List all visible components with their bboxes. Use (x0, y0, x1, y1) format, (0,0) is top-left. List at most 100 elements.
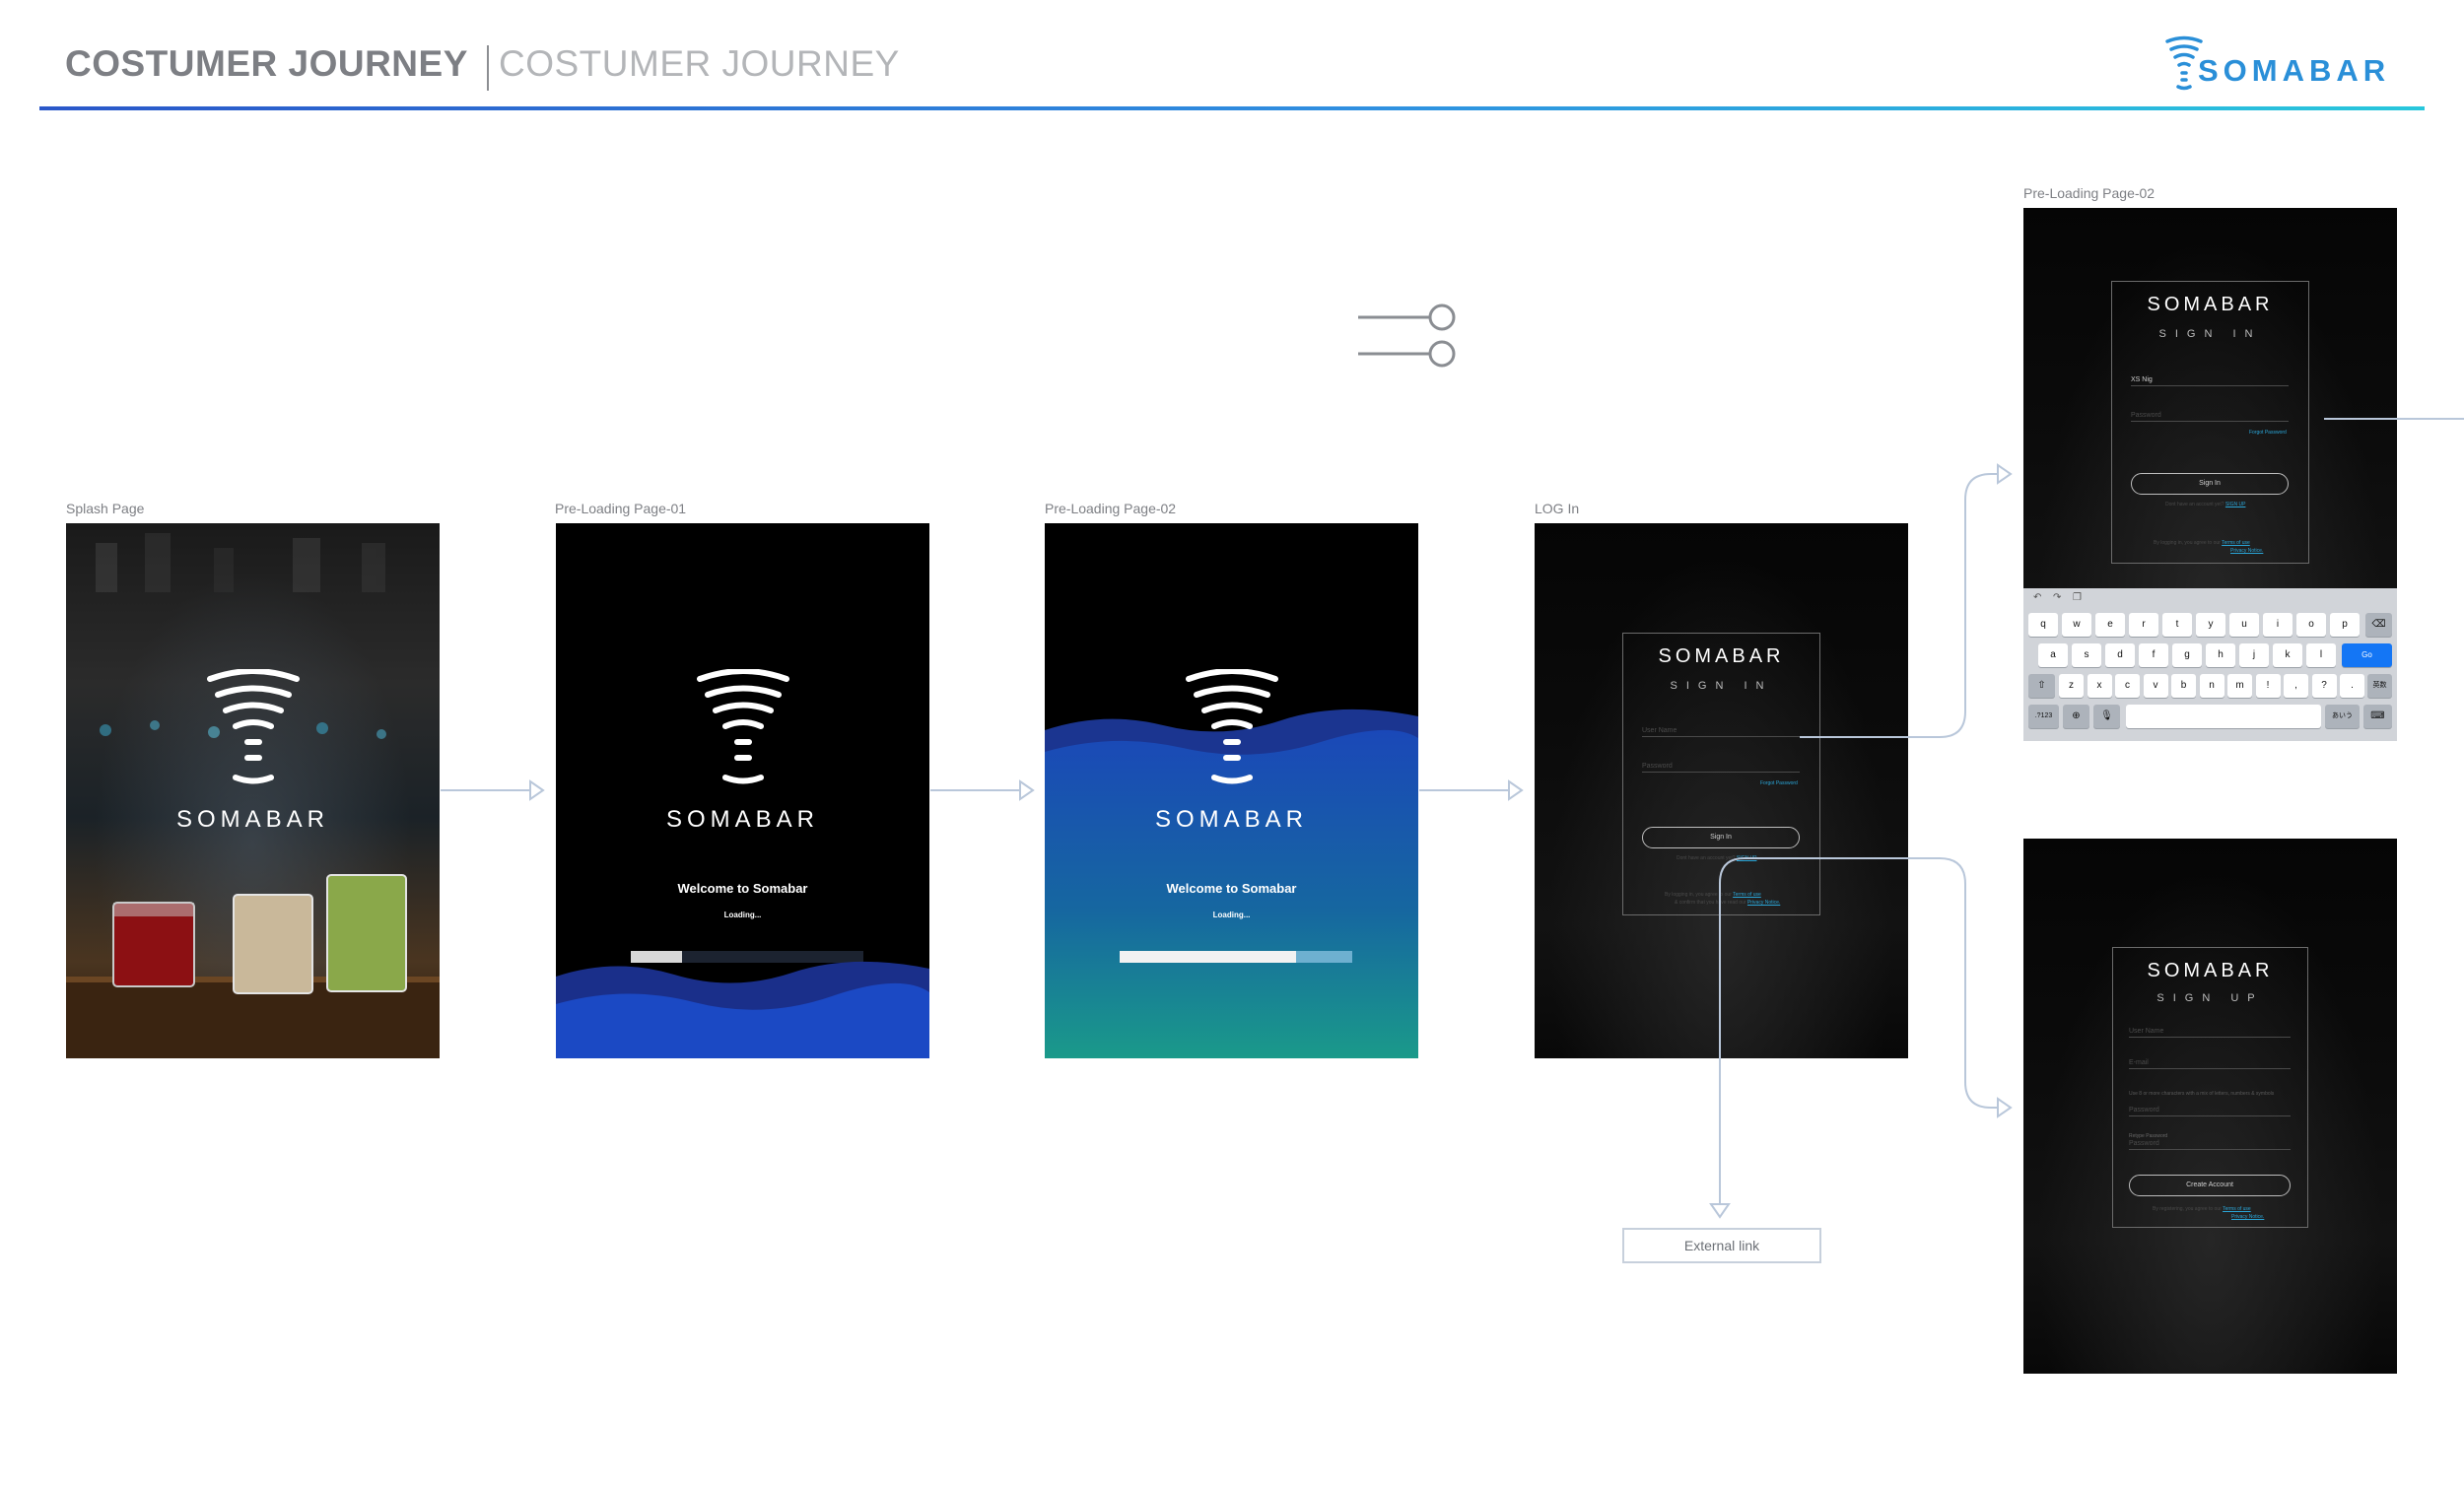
key-c[interactable]: c (2115, 674, 2140, 698)
signin-card: SOMABAR SIGN IN User Name Password Forgo… (1622, 633, 1820, 915)
card-brand: SOMABAR (1658, 645, 1785, 667)
username-field[interactable]: User Name (1642, 727, 1800, 737)
screen-signup[interactable]: SOMABAR SIGN UP User Name E-mail Use 8 o… (2023, 839, 2397, 1374)
terms-prefix: By logging in, you agree to our (1665, 892, 1732, 898)
screen-preload-01[interactable]: SOMABAR Welcome to Somabar Loading... (556, 523, 929, 1058)
privacy-link[interactable]: Privacy Notice. (1746, 900, 1781, 906)
sign-in-button[interactable]: Sign In (1642, 827, 1800, 848)
kana-key[interactable]: あいう (2325, 705, 2360, 728)
privacy-link[interactable]: Privacy Notice. (2231, 1214, 2265, 1220)
privacy-link[interactable]: Privacy Notice. (2230, 548, 2264, 554)
key-d[interactable]: d (2105, 643, 2135, 667)
key-o[interactable]: o (2296, 613, 2326, 637)
bar-background-illustration (66, 533, 440, 1058)
page-subtitle: COSTUMER JOURNEY (499, 43, 900, 84)
cjk-toggle-key[interactable]: 英数 (2367, 674, 2392, 698)
card-brand: SOMABAR (2147, 294, 2274, 315)
terms-text: By logging in, you agree to our Terms of… (1665, 892, 1761, 898)
key-y[interactable]: y (2196, 613, 2225, 637)
preload-01-wordmark: SOMABAR (665, 806, 820, 833)
arrow-head-3 (1508, 779, 1524, 801)
screen-splash[interactable]: SOMABAR (66, 523, 440, 1058)
key-e[interactable]: e (2095, 613, 2125, 637)
password-field[interactable]: Password (2131, 412, 2289, 422)
arrow-head-4 (1997, 463, 2013, 485)
go-key[interactable]: Go (2342, 643, 2392, 667)
create-account-button[interactable]: Create Account (2129, 1175, 2291, 1196)
external-link-box[interactable]: External link (1622, 1228, 1821, 1263)
key-![interactable]: ! (2255, 674, 2281, 698)
signup-card: SOMABAR SIGN UP User Name E-mail Use 8 o… (2112, 947, 2308, 1228)
terms-link[interactable]: Terms of use (2223, 1206, 2251, 1212)
somabar-logo-icon (2165, 35, 2203, 91)
key-s[interactable]: s (2072, 643, 2101, 667)
redo-icon[interactable]: ↷ (2053, 592, 2062, 603)
key-.[interactable]: . (2340, 674, 2364, 698)
key-b[interactable]: b (2171, 674, 2196, 698)
key-z[interactable]: z (2059, 674, 2084, 698)
key-u[interactable]: u (2229, 613, 2259, 637)
progress-bar (631, 951, 863, 963)
key-q[interactable]: q (2028, 613, 2058, 637)
username-field[interactable]: User Name (2129, 1028, 2291, 1038)
screen-preload-02[interactable]: SOMABAR Welcome to Somabar Loading... (1045, 523, 1418, 1058)
welcome-text: Welcome to Somabar (677, 881, 808, 896)
backspace-key[interactable]: ⌫ (2365, 613, 2392, 637)
screen-signin-keyboard[interactable]: SOMABAR SIGN IN XS Nig Password Forgot P… (2023, 208, 2397, 741)
forgot-password-link[interactable]: Forgot Password (2249, 430, 2287, 436)
key-i[interactable]: i (2263, 613, 2293, 637)
key-n[interactable]: n (2199, 674, 2224, 698)
key-,[interactable]: , (2284, 674, 2308, 698)
signup-prompt: Dont have an account yet? SIGN UP (2165, 502, 2245, 507)
key-r[interactable]: r (2129, 613, 2158, 637)
loading-text: Loading... (1212, 911, 1251, 919)
key-g[interactable]: g (2172, 643, 2202, 667)
password-field[interactable]: Password (1642, 763, 1800, 773)
key-?[interactable]: ? (2311, 674, 2337, 698)
preload-02-wordmark: SOMABAR (1154, 806, 1309, 833)
hide-keyboard-icon[interactable]: ⌨ (2363, 705, 2392, 728)
shift-left-key[interactable]: ⇧ (2028, 674, 2055, 698)
email-field[interactable]: E-mail (2129, 1059, 2291, 1069)
key-p[interactable]: p (2330, 613, 2360, 637)
key-j[interactable]: j (2239, 643, 2269, 667)
microphone-icon[interactable]: 🎙 (2093, 705, 2120, 728)
key-k[interactable]: k (2273, 643, 2302, 667)
forgot-password-link[interactable]: Forgot Password (1760, 780, 1798, 786)
card-subtitle: SIGN IN (2158, 328, 2262, 340)
sign-in-button[interactable]: Sign In (2131, 473, 2289, 495)
terms-link[interactable]: Terms of use (2222, 540, 2250, 546)
terms-link[interactable]: Terms of use (1733, 892, 1761, 898)
somabar-logo-icon (696, 669, 789, 784)
undo-icon[interactable]: ↶ (2033, 592, 2042, 603)
progress-bar (1120, 951, 1352, 963)
key-f[interactable]: f (2139, 643, 2168, 667)
username-field[interactable]: XS Nig (2131, 376, 2289, 386)
key-a[interactable]: a (2038, 643, 2068, 667)
globe-icon[interactable]: ⊕ (2063, 705, 2089, 728)
space-key[interactable] (2126, 705, 2321, 728)
arrow-head-6 (1709, 1203, 1731, 1219)
sign-up-link[interactable]: SIGN UP (2224, 502, 2246, 507)
screen-login[interactable]: SOMABAR SIGN IN User Name Password Forgo… (1535, 523, 1908, 1058)
key-l[interactable]: l (2306, 643, 2336, 667)
clipboard-icon[interactable]: ❐ (2073, 592, 2082, 603)
terms-prefix: By registering, you agree to our (2153, 1206, 2222, 1212)
arrow-head-1 (529, 779, 545, 801)
card-subtitle: SIGN IN (1670, 680, 1773, 692)
numbers-key[interactable]: .?123 (2028, 705, 2059, 728)
signup-prompt-text: Dont have an account yet? (2165, 502, 2224, 507)
terms-text: By registering, you agree to our Terms o… (2153, 1206, 2251, 1212)
wave-illustration (1045, 709, 1418, 1058)
key-w[interactable]: w (2062, 613, 2091, 637)
key-t[interactable]: t (2162, 613, 2192, 637)
retype-password-field[interactable]: Password (2129, 1140, 2291, 1150)
key-v[interactable]: v (2143, 674, 2168, 698)
sign-up-link[interactable]: SIGN UP (1736, 855, 1757, 861)
password-field[interactable]: Password (2129, 1107, 2291, 1116)
key-x[interactable]: x (2087, 674, 2112, 698)
key-h[interactable]: h (2206, 643, 2235, 667)
terms-text: By logging in, you agree to our Terms of… (2154, 540, 2250, 546)
key-m[interactable]: m (2227, 674, 2252, 698)
